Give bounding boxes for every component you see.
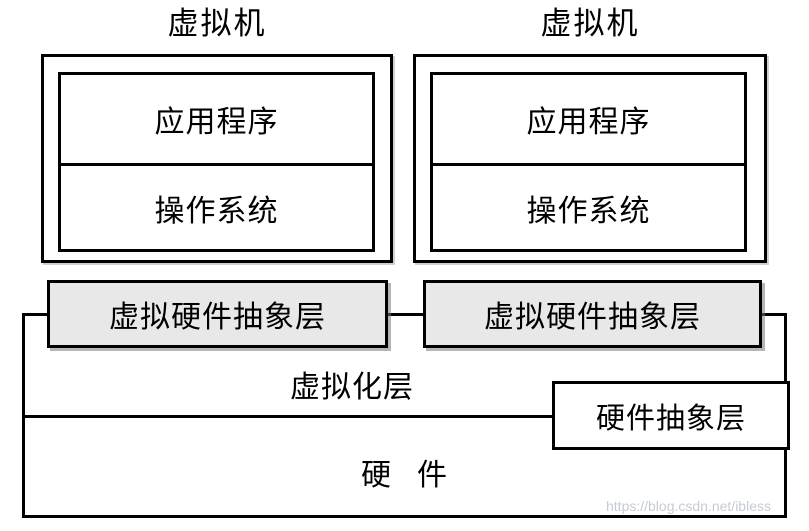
hardware-label: 硬 件 xyxy=(361,459,448,492)
vhal-left-box: 虚拟硬件抽象层 xyxy=(47,280,388,348)
watermark-text: https://blog.csdn.net/ibless xyxy=(606,498,771,514)
vm-left-application-cell: 应用程序 xyxy=(61,75,372,166)
layer-divider-line xyxy=(22,415,787,418)
vm-left-inner-box: 应用程序 操作系统 xyxy=(58,72,375,252)
vm-right-inner-box: 应用程序 操作系统 xyxy=(430,72,747,252)
hardware-abstraction-layer-box: 硬件抽象层 xyxy=(552,381,790,450)
vm-left-title: 虚拟机 xyxy=(167,6,267,41)
vhal-right-box: 虚拟硬件抽象层 xyxy=(423,280,762,348)
vm-right-title: 虚拟机 xyxy=(540,6,640,41)
vm-left-os-cell: 操作系统 xyxy=(154,194,279,228)
vm-right-application-cell: 应用程序 xyxy=(433,75,744,166)
virtualization-layer-label: 虚拟化层 xyxy=(290,371,414,404)
vm-right-os-cell: 操作系统 xyxy=(526,194,651,228)
